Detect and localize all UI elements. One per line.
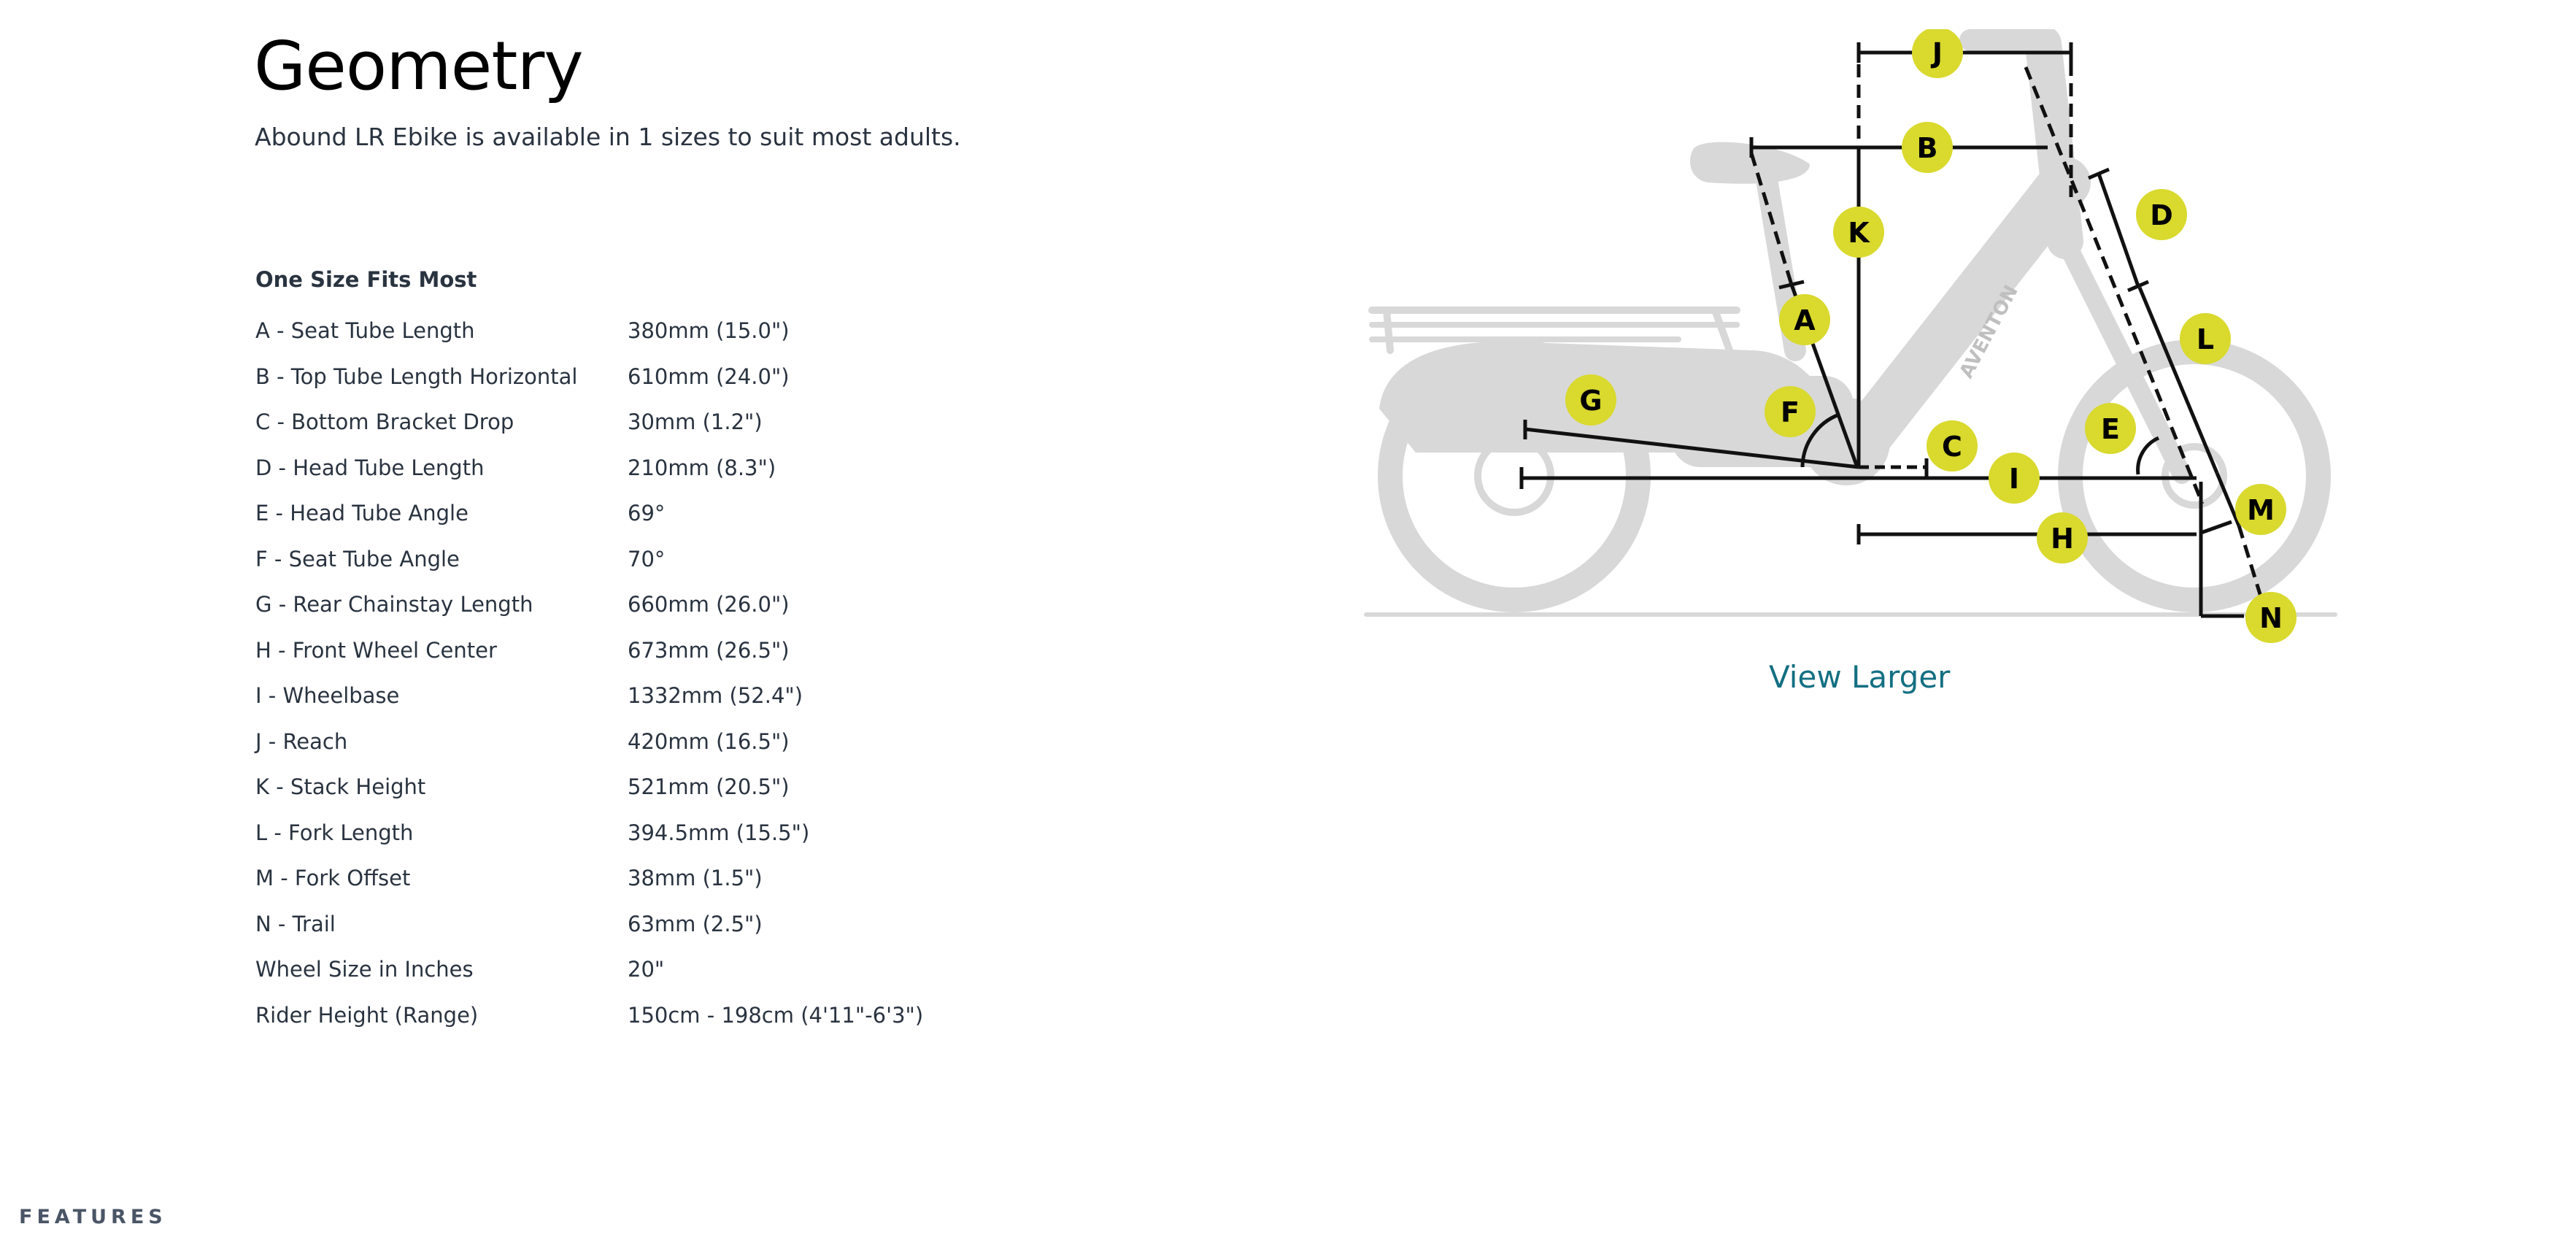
badge-label: J [1930, 37, 1943, 69]
badge-f: F [1765, 386, 1816, 437]
spec-row: I - Wheelbase 1332mm (52.4") [255, 673, 923, 719]
spec-value: 70° [628, 546, 666, 571]
spec-label: K - Stack Height [255, 774, 426, 800]
spec-row: G - Rear Chainstay Length 660mm (26.0") [255, 582, 923, 628]
spec-label: B - Top Tube Length Horizontal [255, 363, 578, 389]
badge-j: J [1912, 27, 1963, 78]
badge-b: B [1902, 122, 1953, 173]
geometry-spec-table: A - Seat Tube Length 380mm (15.0") B - To… [255, 308, 923, 1038]
badge-label: E [2101, 413, 2120, 445]
size-heading: One Size Fits Most [255, 267, 477, 292]
badge-label: I [2009, 463, 2019, 495]
spec-row: A - Seat Tube Length 380mm (15.0") [255, 308, 923, 354]
spec-label: G - Rear Chainstay Length [255, 592, 533, 617]
badge-n: N [2245, 592, 2297, 643]
badge-label: L [2197, 323, 2214, 355]
badge-l: L [2180, 313, 2231, 364]
view-larger-link[interactable]: View Larger [1769, 659, 1951, 695]
spec-label: N - Trail [255, 911, 336, 936]
badge-c: C [1927, 420, 1978, 471]
spec-value: 394.5mm (15.5") [628, 820, 810, 845]
page-title: Geometry [254, 27, 584, 105]
badge-label: N [2259, 602, 2283, 634]
badge-label: B [1917, 132, 1938, 164]
spec-value: 1332mm (52.4") [628, 683, 803, 709]
spec-label: A - Seat Tube Length [255, 318, 475, 344]
spec-label: J - Reach [255, 728, 348, 754]
spec-value: 69° [628, 501, 666, 526]
spec-row: K - Stack Height 521mm (20.5") [255, 764, 923, 810]
spec-value: 673mm (26.5") [628, 637, 790, 663]
spec-value: 521mm (20.5") [628, 774, 790, 800]
geometry-diagram[interactable]: AVENTON J B K D [1350, 26, 2357, 653]
spec-value: 210mm (8.3") [628, 455, 776, 480]
bike-silhouette [1364, 26, 2337, 617]
badge-label: H [2051, 523, 2074, 555]
spec-row: D - Head Tube Length 210mm (8.3") [255, 445, 923, 491]
badge-label: M [2247, 494, 2275, 526]
spec-value: 38mm (1.5") [628, 866, 763, 891]
spec-value: 150cm - 198cm (4'11"-6'3") [628, 1002, 924, 1028]
spec-row: N - Trail 63mm (2.5") [255, 901, 923, 947]
spec-label: Wheel Size in Inches [255, 957, 474, 982]
spec-row: C - Bottom Bracket Drop 30mm (1.2") [255, 399, 923, 445]
spec-value: 420mm (16.5") [628, 728, 790, 754]
spec-value: 63mm (2.5") [628, 911, 763, 936]
spec-row: Rider Height (Range) 150cm - 198cm (4'11"… [255, 993, 923, 1039]
badge-i: I [1989, 453, 2040, 504]
badge-m: M [2235, 484, 2286, 535]
spec-label: E - Head Tube Angle [255, 501, 468, 526]
badge-e: E [2085, 403, 2136, 454]
badge-label: A [1794, 304, 1816, 336]
spec-row: H - Front Wheel Center 673mm (26.5") [255, 628, 923, 674]
spec-value: 20" [628, 957, 665, 982]
badge-label: G [1579, 385, 1602, 417]
spec-row: L - Fork Length 394.5mm (15.5") [255, 810, 923, 856]
badge-a: A [1779, 294, 1830, 345]
spec-row: J - Reach 420mm (16.5") [255, 719, 923, 765]
features-label: FEATURES [19, 1206, 167, 1228]
spec-value: 30mm (1.2") [628, 409, 763, 435]
spec-row: M - Fork Offset 38mm (1.5") [255, 855, 923, 901]
spec-value: 660mm (26.0") [628, 592, 790, 617]
spec-label: C - Bottom Bracket Drop [255, 409, 514, 435]
spec-value: 380mm (15.0") [628, 318, 790, 344]
badge-d: D [2136, 189, 2187, 240]
spec-label: I - Wheelbase [255, 683, 400, 709]
page-subtitle: Abound LR Ebike is available in 1 sizes … [255, 123, 961, 151]
measurement-lines [1519, 42, 2268, 618]
spec-row: E - Head Tube Angle 69° [255, 490, 923, 536]
spec-row: B - Top Tube Length Horizontal 610mm (24.… [255, 354, 923, 400]
badge-g: G [1565, 374, 1616, 426]
measurement-badges: J B K D A L G F E C I M H N [1565, 27, 2297, 643]
badge-k: K [1833, 207, 1884, 258]
spec-label: M - Fork Offset [255, 866, 411, 891]
badge-h: H [2037, 512, 2088, 563]
bike-geometry-diagram: AVENTON J B K D [1364, 26, 2337, 643]
spec-label: D - Head Tube Length [255, 455, 485, 480]
spec-row: Wheel Size in Inches 20" [255, 947, 923, 993]
badge-label: F [1781, 396, 1800, 428]
spec-label: H - Front Wheel Center [255, 637, 497, 663]
spec-label: L - Fork Length [255, 820, 414, 845]
spec-label: Rider Height (Range) [255, 1002, 479, 1028]
badge-label: D [2150, 199, 2173, 231]
badge-label: C [1942, 431, 1962, 463]
front-wheel [2058, 339, 2331, 612]
spec-row: F - Seat Tube Angle 70° [255, 536, 923, 582]
spec-label: F - Seat Tube Angle [255, 546, 460, 571]
badge-label: K [1848, 217, 1870, 249]
spec-value: 610mm (24.0") [628, 363, 790, 389]
